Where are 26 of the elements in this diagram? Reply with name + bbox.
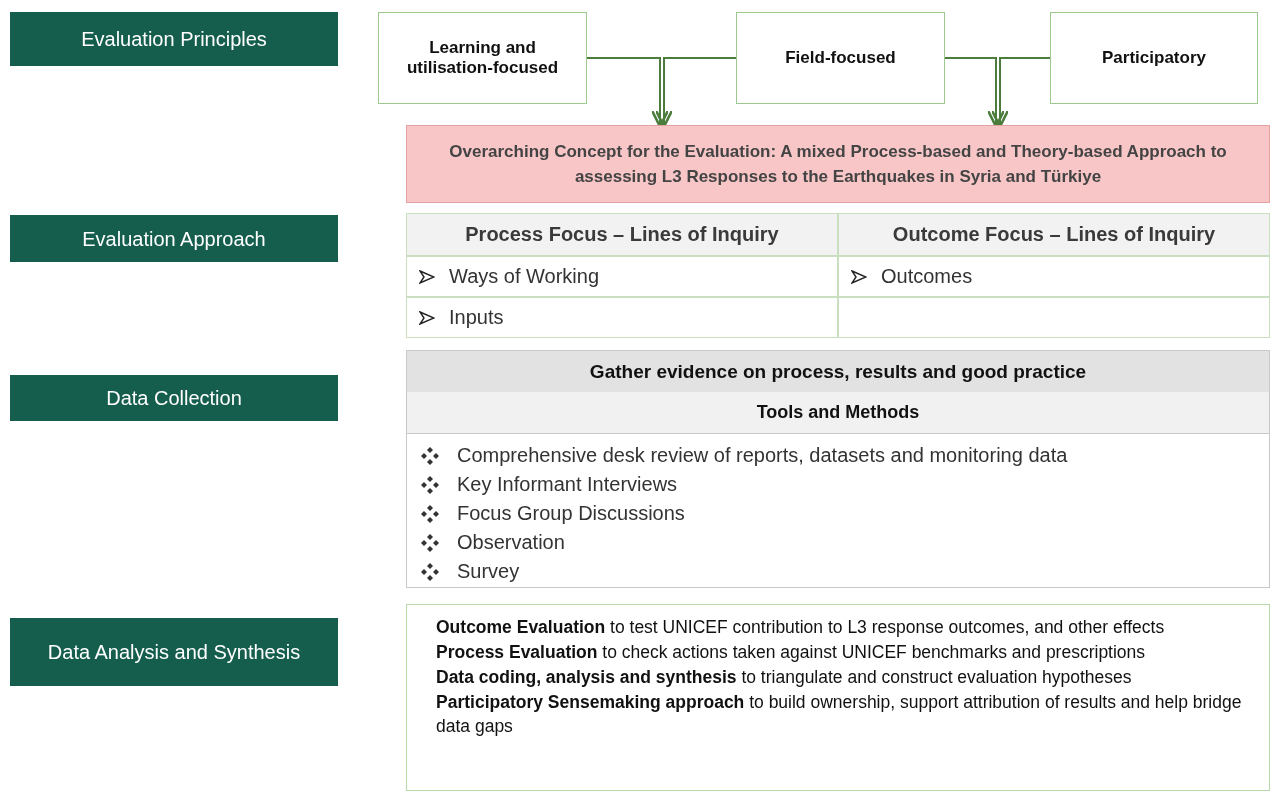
list-item: Focus Group Discussions — [457, 502, 685, 525]
list-item: Observation — [457, 531, 565, 554]
section-label: Data Analysis and Synthesis — [10, 618, 338, 686]
section-label: Evaluation Principles — [10, 12, 338, 66]
concept-box: Overarching Concept for the Evaluation: A mixed Process-based and Theory-based Approach to assessing L3 Responses to the Earthquakes in Syria and Türkiye — [406, 125, 1270, 203]
section-label: Data Collection — [10, 375, 338, 421]
table-header: Process Focus – Lines of Inquiry — [406, 213, 838, 256]
description-text: Participatory Sensemaking approach to build ownership, support attribution of results and help bridge data gaps — [436, 690, 1243, 739]
principle-box: Participatory — [1050, 12, 1258, 104]
panel-header: Gather evidence on process, results and good practice — [407, 351, 1269, 393]
list-item: Survey — [457, 560, 520, 583]
list-item: Comprehensive desk review of reports, datasets and monitoring data — [457, 444, 1068, 467]
table-text: Outcomes — [881, 265, 973, 288]
principle-box: Field-focused — [736, 12, 945, 104]
table-text: Ways of Working — [449, 265, 600, 288]
analysis-panel — [406, 604, 1270, 791]
list-item: Key Informant Interviews — [457, 473, 678, 496]
table-header: Outcome Focus – Lines of Inquiry — [838, 213, 1270, 256]
principle-box: Learning and utilisation-focused — [378, 12, 587, 104]
description-text: Data coding, analysis and synthesis to triangulate and construct evaluation hypotheses — [436, 665, 1133, 689]
table-text: Inputs — [449, 306, 504, 329]
section-label: Evaluation Approach — [10, 215, 338, 262]
description-text: Process Evaluation to check actions taken against UNICEF benchmarks and prescriptions — [436, 640, 1147, 664]
evidence-panel — [406, 350, 1270, 588]
panel-subheader: Tools and Methods — [407, 392, 1269, 434]
description-text: Outcome Evaluation to test UNICEF contribution to L3 response outcomes, and other effects — [436, 616, 1166, 639]
